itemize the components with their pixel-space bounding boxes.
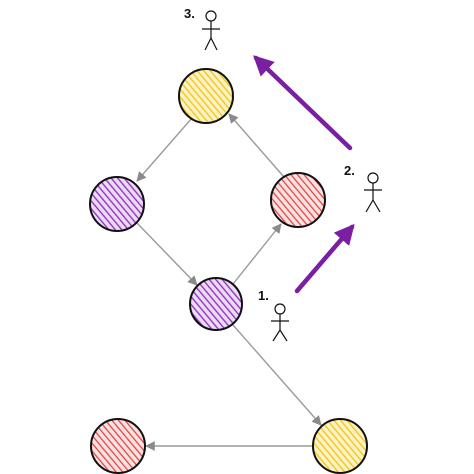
- edge-right-to-top: [228, 113, 285, 178]
- actor-2: 2.: [344, 163, 382, 213]
- edge-middle-to-right: [232, 223, 282, 285]
- move-arrows: [253, 55, 355, 294]
- stick-figure-icon: [364, 172, 382, 213]
- edge-top-to-left: [136, 117, 193, 182]
- actor-2-label: 2.: [344, 163, 355, 178]
- node-bottom-right[interactable]: [312, 418, 368, 474]
- edges: [135, 113, 322, 451]
- nodes: [89, 68, 368, 474]
- node-bottom-left[interactable]: [90, 418, 146, 474]
- actor-3-label: 3.: [184, 6, 195, 21]
- actor-1: 1.: [258, 288, 289, 342]
- move-arrow-1-to-2: [294, 223, 355, 294]
- node-top[interactable]: [178, 68, 234, 124]
- node-right[interactable]: [270, 172, 326, 228]
- stick-figure-icon: [202, 10, 220, 51]
- edge-middle-to-bottom-right: [232, 324, 322, 426]
- actor-3: 3.: [184, 6, 220, 51]
- edge-left-to-middle: [135, 221, 198, 286]
- node-left[interactable]: [89, 176, 145, 232]
- move-arrow-2-to-3: [253, 55, 353, 151]
- stick-figure-icon: [271, 303, 289, 342]
- node-middle[interactable]: [189, 277, 243, 331]
- actor-1-label: 1.: [258, 288, 269, 303]
